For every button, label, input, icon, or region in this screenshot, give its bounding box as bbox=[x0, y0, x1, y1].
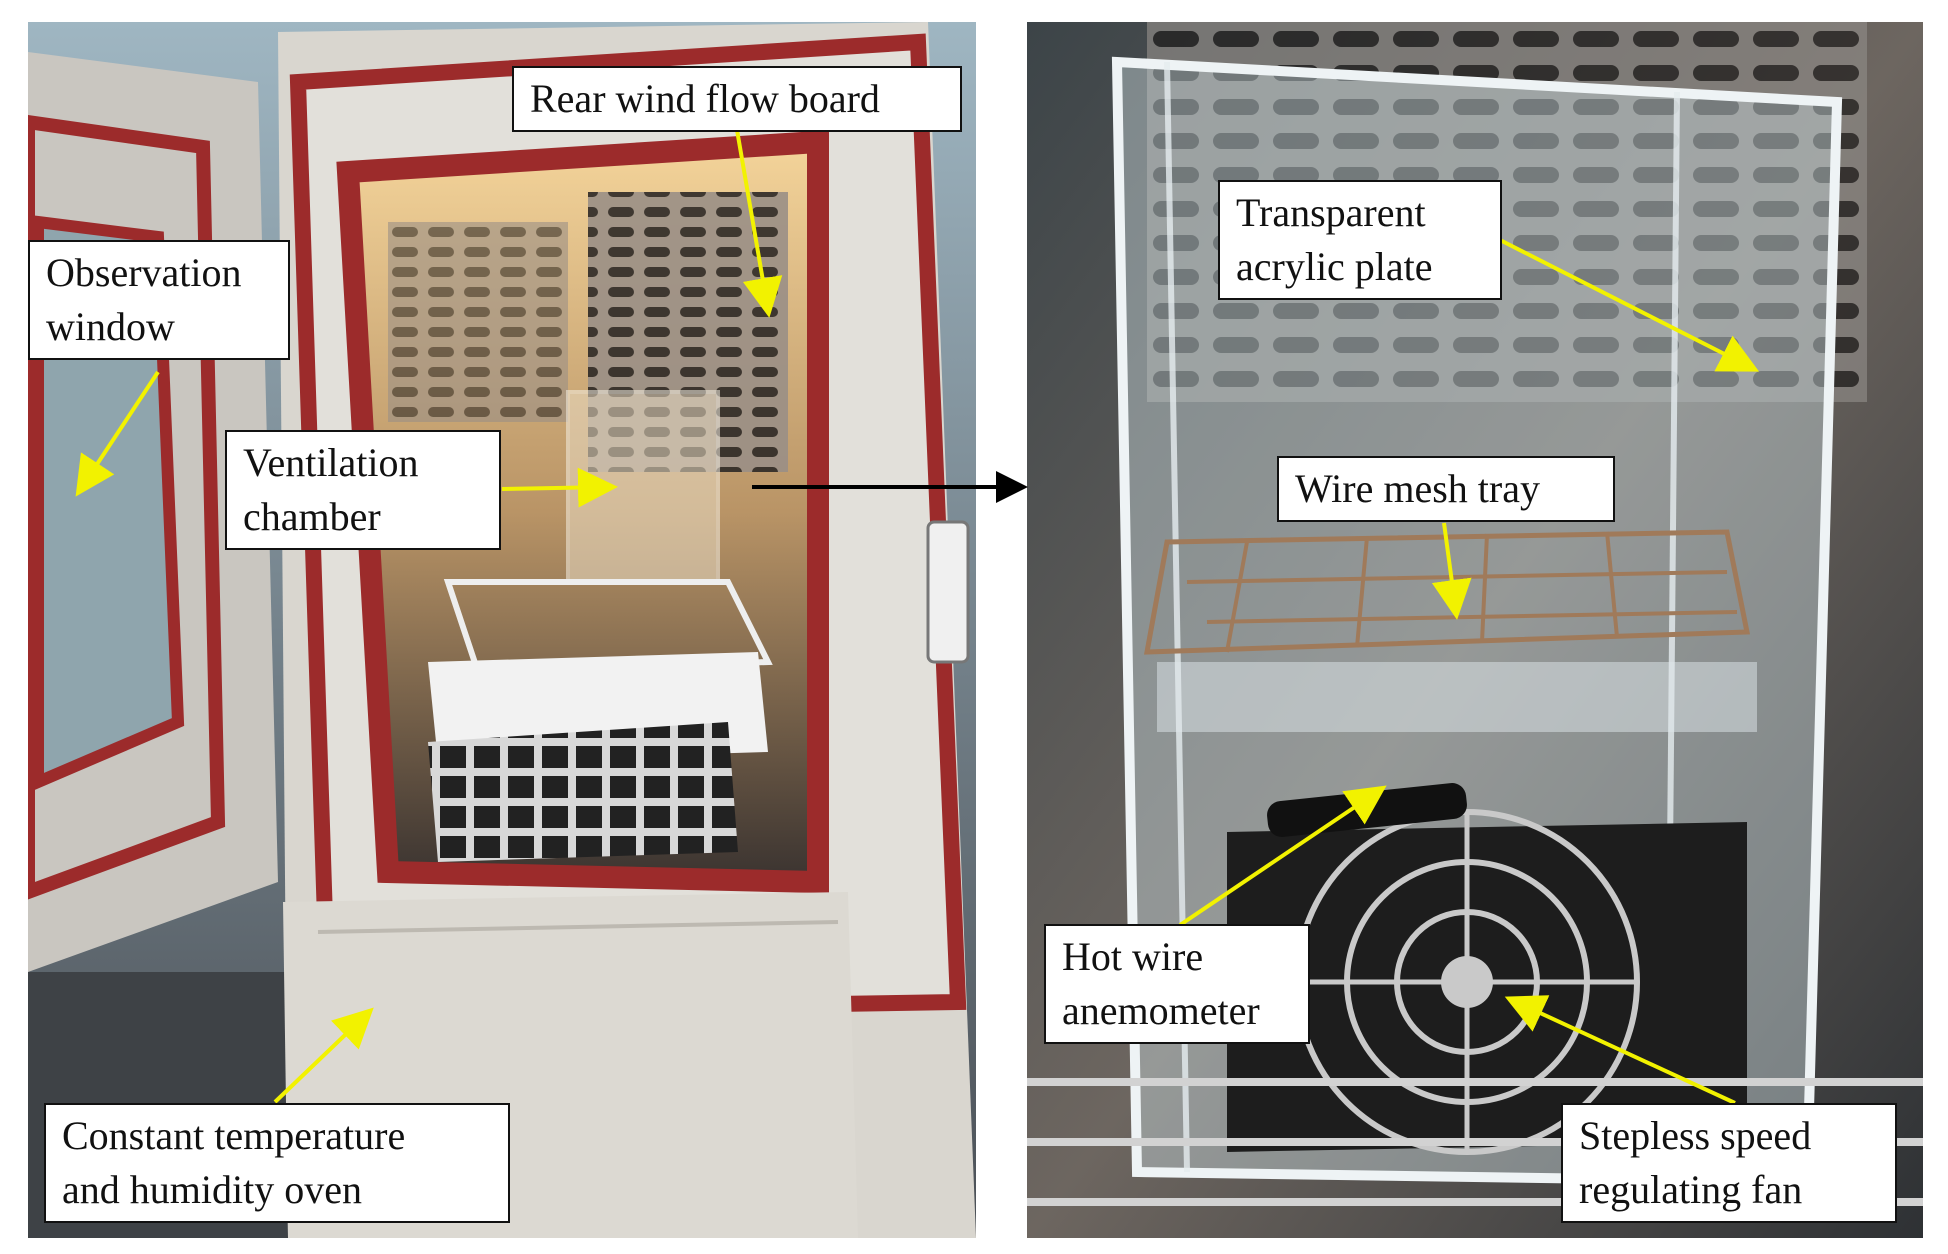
label-wire-mesh-tray: Wire mesh tray bbox=[1277, 456, 1615, 522]
label-text: Wire mesh tray bbox=[1295, 466, 1540, 511]
label-text: Rear wind flow board bbox=[530, 76, 880, 121]
label-text: Observation bbox=[46, 250, 242, 295]
label-text: acrylic plate bbox=[1236, 244, 1433, 289]
label-text: Hot wire bbox=[1062, 934, 1204, 979]
label-observation-window: Observation window bbox=[28, 240, 290, 360]
label-text: Stepless speed bbox=[1579, 1113, 1812, 1158]
oven-photo bbox=[28, 22, 976, 1238]
label-stepless-fan: Stepless speed regulating fan bbox=[1561, 1103, 1897, 1223]
label-text: Transparent bbox=[1236, 190, 1426, 235]
label-text: regulating fan bbox=[1579, 1167, 1803, 1212]
oven-photo-illustration bbox=[28, 22, 976, 1238]
label-text: chamber bbox=[243, 494, 381, 539]
label-ventilation-chamber: Ventilation chamber bbox=[225, 430, 501, 550]
label-text: and humidity oven bbox=[62, 1167, 362, 1212]
label-rear-wind-flow-board: Rear wind flow board bbox=[512, 66, 962, 132]
label-text: anemometer bbox=[1062, 988, 1260, 1033]
label-text: window bbox=[46, 304, 175, 349]
label-text: Constant temperature bbox=[62, 1113, 406, 1158]
label-acrylic-plate: Transparent acrylic plate bbox=[1218, 180, 1502, 300]
label-oven: Constant temperature and humidity oven bbox=[44, 1103, 510, 1223]
label-text: Ventilation bbox=[243, 440, 419, 485]
label-hot-wire-anemometer: Hot wire anemometer bbox=[1044, 924, 1310, 1044]
